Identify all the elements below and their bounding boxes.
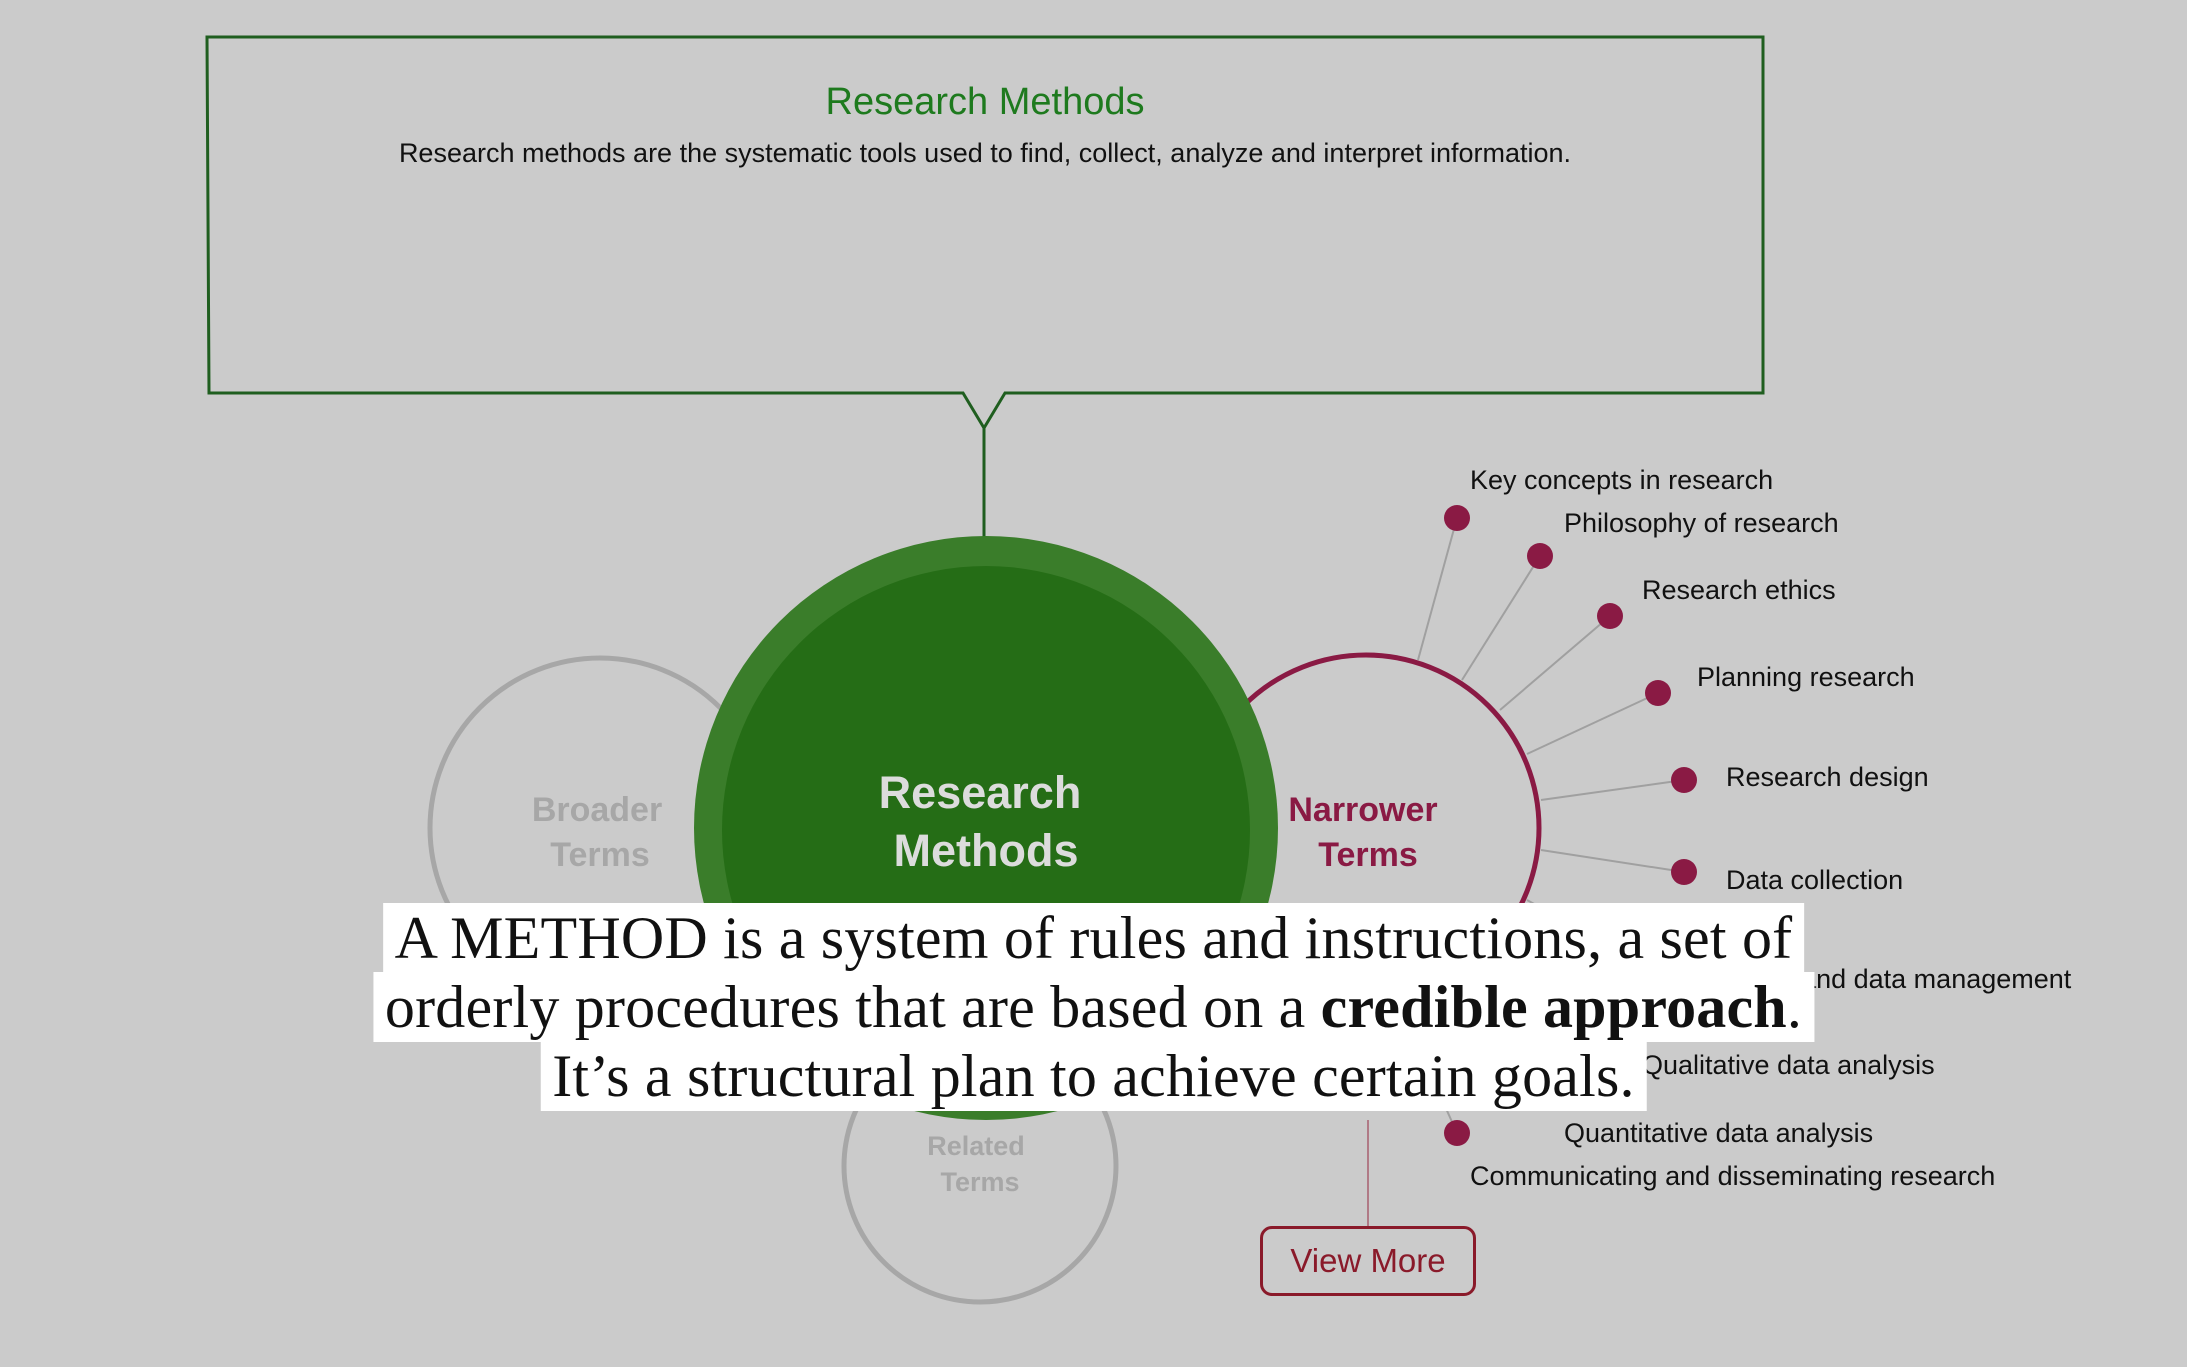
caption-line-3: It’s a structural plan to achieve certai…	[540, 1041, 1647, 1111]
narrower-term-item[interactable]: Research design	[1671, 762, 1929, 793]
term-dot	[1671, 767, 1697, 793]
caption-line-1-text: A METHOD is a system of rules and instru…	[394, 905, 1793, 971]
term-dot	[1444, 1120, 1470, 1146]
narrower-term-item[interactable]: Communicating and disseminating research	[1470, 1161, 1995, 1191]
term-dot	[1671, 859, 1697, 885]
related-terms-label-2: Terms	[940, 1167, 1019, 1197]
caption-line-2-before: orderly procedures that are based on a	[384, 974, 1321, 1040]
popup-description: Research methods are the systematic tool…	[399, 138, 1571, 168]
term-dot	[1645, 680, 1671, 706]
narrower-term-label: Quantitative data analysis	[1564, 1118, 1873, 1148]
term-dot	[1527, 543, 1553, 569]
narrower-term-item[interactable]: Data collection	[1671, 859, 1903, 895]
narrower-term-label: Communicating and disseminating research	[1470, 1161, 1995, 1191]
narrower-term-item[interactable]: Key concepts in research	[1444, 465, 1773, 531]
definition-popup	[205, 35, 1765, 431]
narrower-term-label: Qualitative data analysis	[1642, 1050, 1935, 1080]
narrower-term-item[interactable]: Research ethics	[1597, 575, 1836, 629]
caption-emphasis: credible approach	[1320, 974, 1787, 1040]
narrower-term-item[interactable]: Planning research	[1645, 662, 1915, 706]
narrower-term-item[interactable]: Quantitative data analysis	[1444, 1118, 1873, 1148]
narrower-term-item[interactable]: Qualitative data analysis	[1642, 1050, 1935, 1080]
narrower-term-label: Planning research	[1697, 662, 1915, 692]
narrower-terms-label-1: Narrower	[1288, 791, 1437, 829]
broader-terms-label-2: Terms	[550, 836, 650, 874]
related-terms-label-1: Related	[927, 1131, 1025, 1161]
caption-line-2-after: .	[1786, 974, 1803, 1040]
view-more-button[interactable]: View More	[1260, 1226, 1476, 1296]
center-node-label-1: Research	[879, 767, 1082, 818]
caption-line-1: A METHOD is a system of rules and instru…	[382, 903, 1805, 973]
term-dot	[1444, 505, 1470, 531]
narrower-term-label: Research ethics	[1642, 575, 1836, 605]
term-dot	[1597, 603, 1623, 629]
caption-line-2: orderly procedures that are based on a c…	[372, 972, 1815, 1042]
narrower-term-label: Research design	[1726, 762, 1929, 792]
narrower-term-label: Philosophy of research	[1564, 508, 1839, 538]
narrower-term-item[interactable]: Philosophy of research	[1527, 508, 1839, 569]
narrower-term-label: Key concepts in research	[1470, 465, 1773, 495]
narrower-terms-label-2: Terms	[1318, 836, 1418, 874]
narrower-term-label: Data collection	[1726, 865, 1903, 895]
broader-terms-label-1: Broader	[532, 791, 662, 829]
caption-line-3-text: It’s a structural plan to achieve certai…	[552, 1043, 1635, 1109]
popup-title: Research Methods	[826, 81, 1145, 123]
center-node-label-2: Methods	[894, 825, 1079, 876]
